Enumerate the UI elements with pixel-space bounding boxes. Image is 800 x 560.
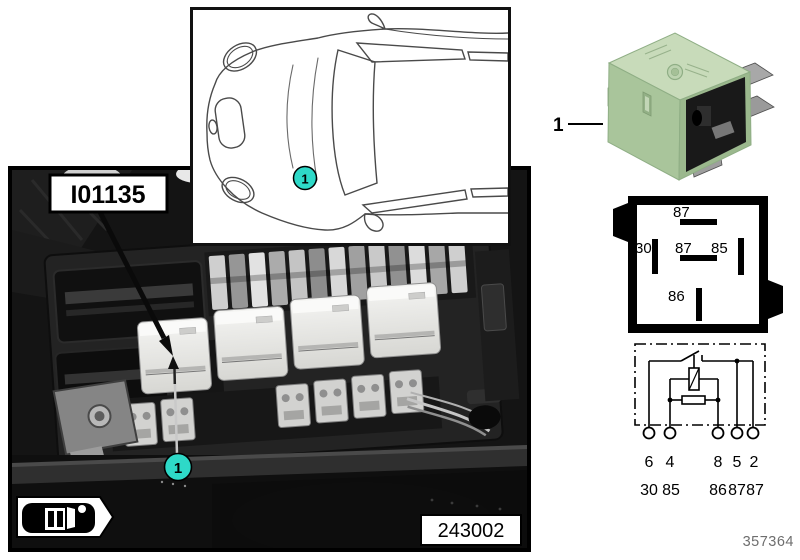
pin-86-bar xyxy=(696,288,702,321)
relay-embossed-text xyxy=(644,44,710,78)
windshield xyxy=(331,49,378,196)
pin-87-center-bar xyxy=(680,255,717,261)
terminal-number-row: 30 85 86 87 87 xyxy=(640,482,764,499)
pin-number-4: 4 xyxy=(666,454,675,471)
fuse-row-bottom xyxy=(122,369,425,447)
pin-87-center-label: 87 xyxy=(675,240,692,257)
car-body-outline xyxy=(206,27,508,231)
pin-number-8: 8 xyxy=(714,454,723,471)
terminal-30: 30 xyxy=(640,482,658,499)
relay-schematic: 6 4 8 5 2 30 85 86 87 87 xyxy=(634,343,766,499)
schematic-switch xyxy=(680,350,700,362)
car-mirror-bottom xyxy=(363,213,384,232)
pin-number-6: 6 xyxy=(645,454,654,471)
image-number-plate: 243002 xyxy=(420,514,522,546)
vehicle-direction-badge xyxy=(16,496,115,538)
fuse-row-top xyxy=(208,238,468,310)
terminal-87a: 87 xyxy=(728,482,746,499)
car-location-inset: 1 xyxy=(190,7,511,246)
photo-callout: 1 xyxy=(163,356,193,482)
pin-number-5: 5 xyxy=(733,454,742,471)
doc-number: 357364 xyxy=(742,534,794,550)
relay-illustration: 1 xyxy=(553,32,775,181)
pin-87-top-label: 87 xyxy=(673,204,690,221)
relay-slot-3 xyxy=(289,294,365,370)
terminal-85: 85 xyxy=(662,482,680,499)
callout-circle-inset xyxy=(292,165,318,191)
part-code-label: I01135 xyxy=(70,181,145,209)
pin-86-label: 86 xyxy=(668,288,685,305)
headlight-right xyxy=(221,176,255,204)
schematic-boundary xyxy=(634,343,766,426)
schematic-resistor xyxy=(681,395,706,405)
pin-30-bar xyxy=(652,239,658,274)
relay-item-number: 1 xyxy=(553,115,564,136)
part-code-arrowhead xyxy=(159,335,173,356)
callout-number-inset: 1 xyxy=(301,172,308,187)
pin-87-top-bar xyxy=(680,219,717,225)
schematic-terminals xyxy=(642,426,760,440)
part-code-box xyxy=(48,173,169,214)
headlight-left xyxy=(222,42,258,72)
pin-85-label: 85 xyxy=(711,240,728,257)
relay-connector-recess xyxy=(686,77,746,172)
side-window-bottom-1 xyxy=(361,189,468,214)
white-relays xyxy=(136,282,442,395)
schematic-circuit xyxy=(648,350,754,428)
side-window-top-2 xyxy=(467,51,508,62)
pin-number-row: 6 4 8 5 2 xyxy=(645,454,759,471)
car-mirror-top xyxy=(367,13,386,30)
pin-box-tab-right xyxy=(768,280,783,319)
grille xyxy=(214,97,246,149)
side-window-top-1 xyxy=(355,42,466,63)
pin-box-tab-left xyxy=(613,203,628,242)
callout-arrowhead-up xyxy=(168,356,179,369)
pin-number-2: 2 xyxy=(750,454,759,471)
callout-number-photo: 1 xyxy=(174,460,182,477)
relay-slot-2 xyxy=(213,305,289,381)
image-number-label: 243002 xyxy=(438,520,505,542)
terminal-86: 86 xyxy=(709,482,727,499)
relay-pin-diagram: 87 30 87 85 86 xyxy=(613,196,783,333)
fuse-box xyxy=(43,224,520,474)
pin-30-label: 30 xyxy=(635,240,652,257)
side-window-bottom-2 xyxy=(470,187,508,198)
terminal-87b: 87 xyxy=(746,482,764,499)
relay-slot-4 xyxy=(366,282,442,359)
callout-circle-photo xyxy=(163,452,193,482)
part-code-callout: I01135 xyxy=(48,173,173,356)
car-outline-drawing: 1 xyxy=(206,13,508,232)
relay-body xyxy=(607,32,752,181)
pin-85-bar xyxy=(738,238,744,275)
